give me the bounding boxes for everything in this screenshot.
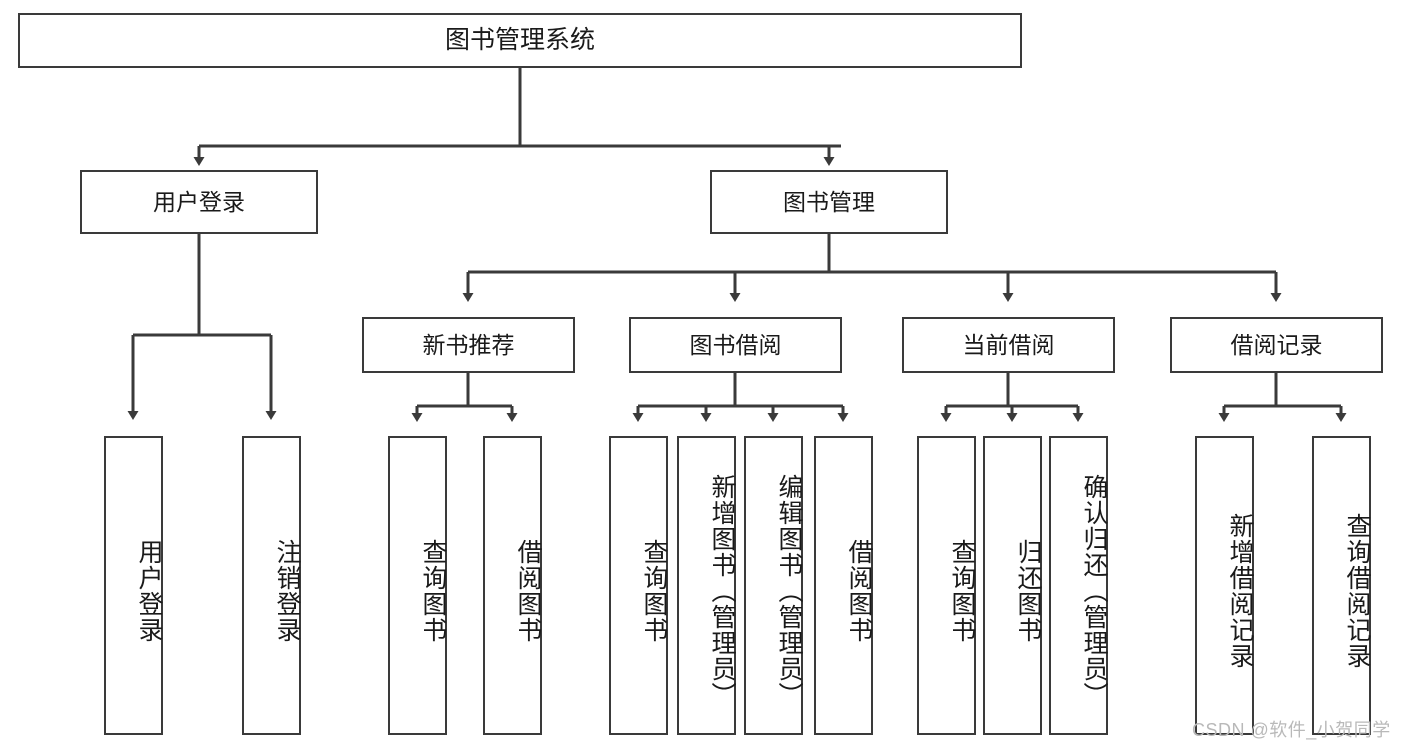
leaf-add-borrow-record[interactable]: 新增借阅记录 bbox=[1195, 436, 1254, 735]
leaf-user-login[interactable]: 用户登录 bbox=[104, 436, 163, 735]
leaf-return-book[interactable]: 归还图书 bbox=[983, 436, 1042, 735]
leaf-query-book-borrow[interactable]: 查询图书 bbox=[609, 436, 668, 735]
leaf-query-borrow-record[interactable]: 查询借阅记录 bbox=[1312, 436, 1371, 735]
csdn-watermark: CSDN @软件_小贺同学 bbox=[1192, 720, 1391, 740]
leaf-query-book-current[interactable]: 查询图书 bbox=[917, 436, 976, 735]
node-new-book-recommend[interactable]: 新书推荐 bbox=[362, 317, 575, 373]
leaf-borrow-book[interactable]: 借阅图书 bbox=[814, 436, 873, 735]
leaf-user-logout[interactable]: 注销登录 bbox=[242, 436, 301, 735]
leaf-add-book-admin[interactable]: 新增图书（管理员） bbox=[677, 436, 736, 735]
leaf-borrow-book-recommend[interactable]: 借阅图书 bbox=[483, 436, 542, 735]
node-borrow-record[interactable]: 借阅记录 bbox=[1170, 317, 1383, 373]
leaf-query-book-recommend[interactable]: 查询图书 bbox=[388, 436, 447, 735]
node-root[interactable]: 图书管理系统 bbox=[18, 13, 1022, 68]
leaf-confirm-return-admin[interactable]: 确认归还（管理员） bbox=[1049, 436, 1108, 735]
node-current-borrow[interactable]: 当前借阅 bbox=[902, 317, 1115, 373]
node-book-borrow[interactable]: 图书借阅 bbox=[629, 317, 842, 373]
leaf-edit-book-admin[interactable]: 编辑图书（管理员） bbox=[744, 436, 803, 735]
node-user-login[interactable]: 用户登录 bbox=[80, 170, 318, 234]
node-book-manage[interactable]: 图书管理 bbox=[710, 170, 948, 234]
